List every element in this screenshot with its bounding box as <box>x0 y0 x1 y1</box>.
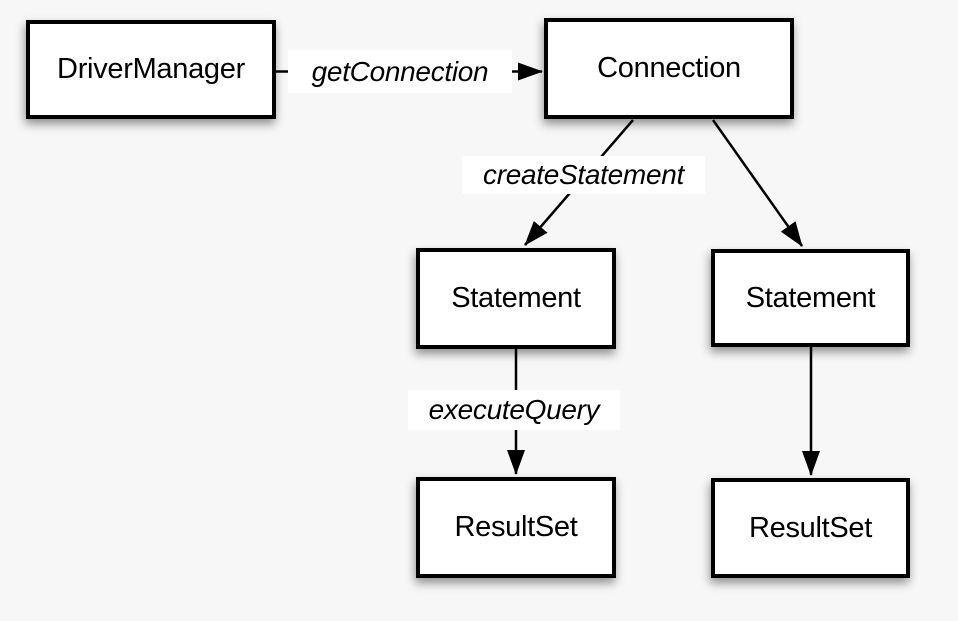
edge-connection-statement-right-line <box>711 119 804 247</box>
node-statement-right: Statement <box>711 249 910 347</box>
edge-label-createstatement: createStatement <box>462 156 705 194</box>
node-connection: Connection <box>544 18 794 119</box>
edge-label-executequery: executeQuery <box>408 390 620 430</box>
node-statement-right-label: Statement <box>745 281 876 314</box>
edge-label-executequery-text: executeQuery <box>428 394 600 425</box>
node-resultset-left-label: ResultSet <box>454 511 578 543</box>
edge-label-getconnection: getConnection <box>288 50 512 93</box>
node-statement-left-label: Statement <box>451 282 581 314</box>
node-statement-left: Statement <box>416 248 616 349</box>
node-driver-manager-label: DriverManager <box>57 53 245 85</box>
edge-label-getconnection-text: getConnection <box>311 55 489 87</box>
node-resultset-right: ResultSet <box>711 478 910 578</box>
node-resultset-left: ResultSet <box>416 477 616 578</box>
node-driver-manager: DriverManager <box>26 20 276 119</box>
edge-label-createstatement-text: createStatement <box>483 159 684 190</box>
node-connection-label: Connection <box>597 52 741 84</box>
node-resultset-right-label: ResultSet <box>748 511 873 544</box>
